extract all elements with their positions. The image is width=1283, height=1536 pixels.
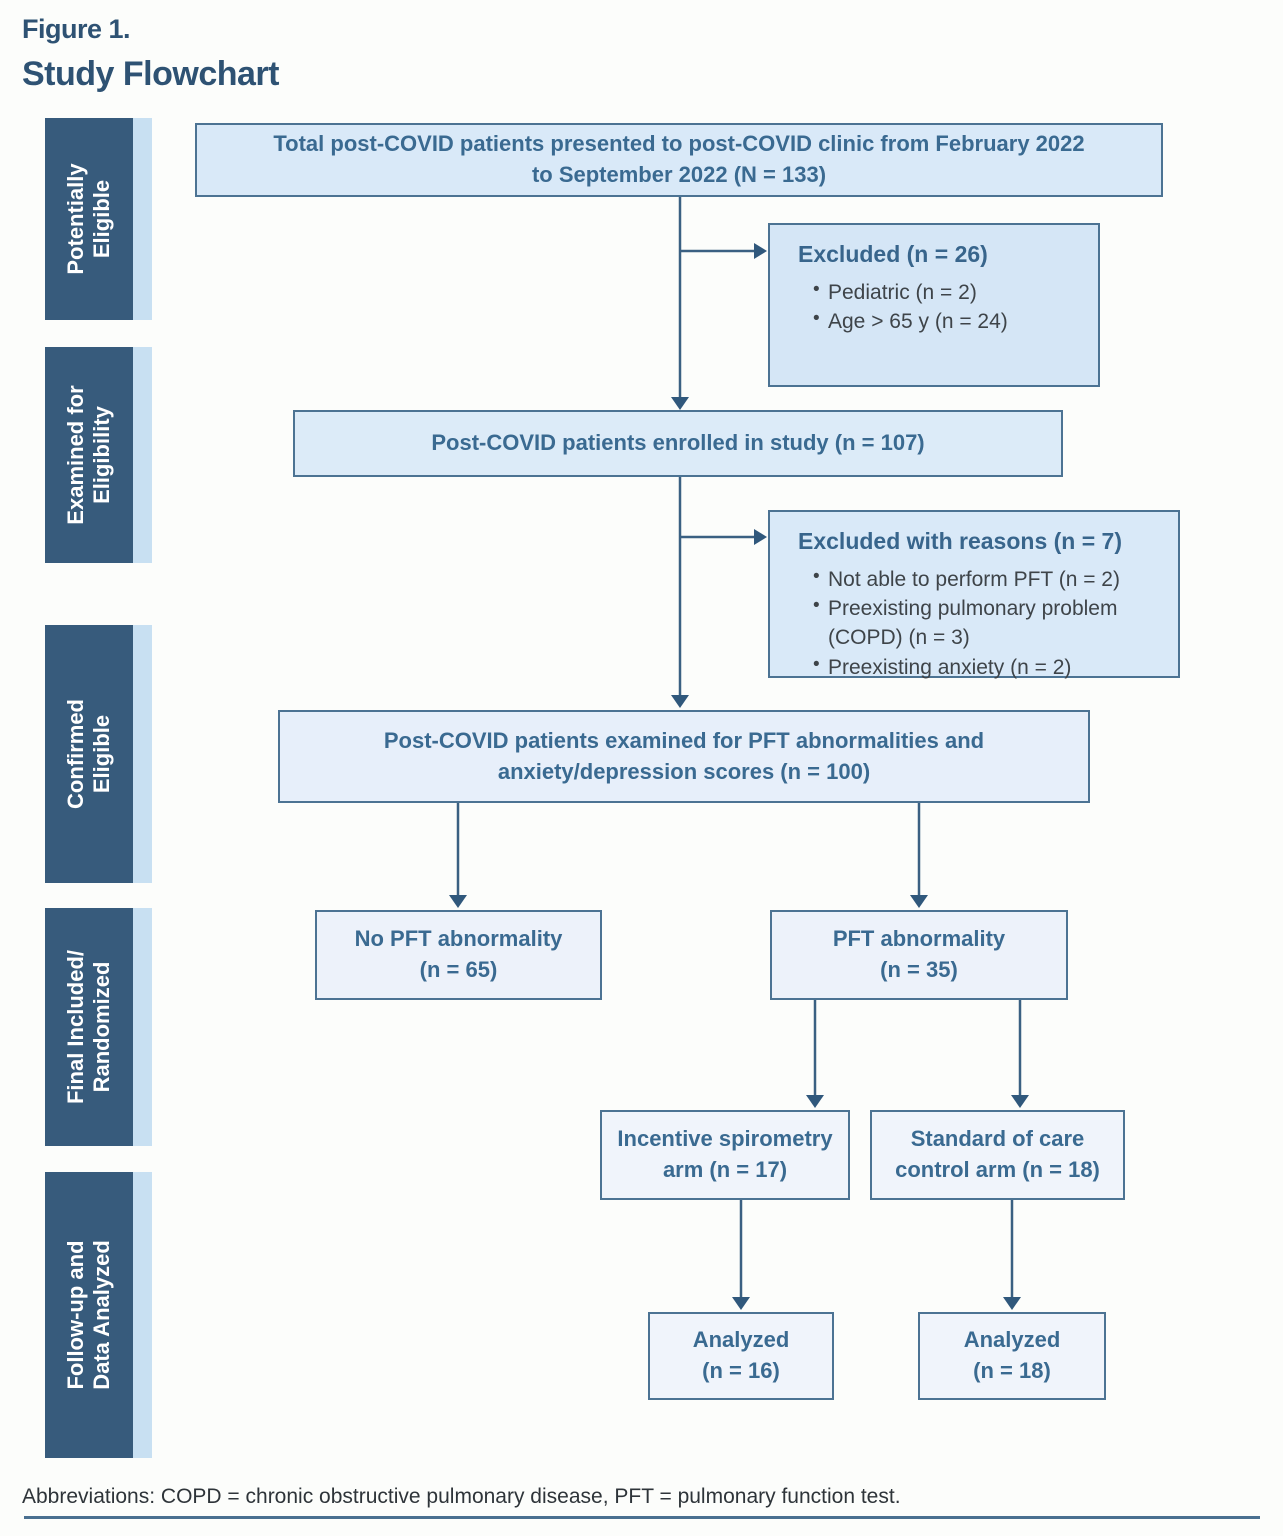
sidebar-stage-potentially-eligible: Potentially Eligible [45, 118, 152, 320]
excluded-heading: Excluded with reasons (n = 7) [798, 528, 1122, 554]
stage-label: Examined for Eligibility [63, 305, 115, 605]
stage-accent-stripe [133, 1172, 152, 1458]
stage-label-line: Confirmed [63, 699, 89, 809]
box-text-line: PFT abnormality [832, 926, 1006, 952]
sidebar-stage-examined-for-eligibility: Examined for Eligibility [45, 347, 152, 563]
sidebar-stage-final-included-randomized: Final Included/ Randomized [45, 908, 152, 1146]
box-text-line: (n = 18) [973, 1358, 1051, 1383]
stage-label: Confirmed Eligible [63, 604, 115, 904]
stage-label-line: Randomized [89, 961, 114, 1093]
stage-accent-stripe [133, 908, 152, 1146]
excluded-reason: Preexisting pulmonary problem (COPD) (n … [812, 593, 1168, 653]
excluded-reason: Pediatric (n = 2) [812, 277, 1088, 307]
flow-box-incentive-spirometry-arm: Incentive spirometry arm (n = 17) [600, 1110, 850, 1200]
flow-box-excluded: Excluded (n = 26) Pediatric (n = 2) Age … [768, 223, 1100, 387]
abbreviations-note: Abbreviations: COPD = chronic obstructiv… [22, 1485, 901, 1508]
stage-label: Final Included/ Randomized [63, 877, 115, 1177]
excluded-reason: Not able to perform PFT (n = 2) [812, 564, 1168, 594]
flow-box-excluded-with-reasons: Excluded with reasons (n = 7) Not able t… [768, 510, 1180, 679]
flow-box-analyzed-control: Analyzed (n = 18) [918, 1312, 1106, 1400]
flow-box-total-patients: Total post-COVID patients presented to p… [195, 123, 1163, 197]
stage-label-line: Final Included/ [63, 950, 89, 1105]
box-text-line: Incentive spirometry [617, 1126, 833, 1152]
stage-label: Follow-up and Data Analyzed [63, 1165, 115, 1465]
stage-label-line: Data Analyzed [89, 1240, 114, 1390]
footer-rule [24, 1516, 1260, 1519]
box-text-line: to September 2022 (N = 133) [531, 162, 827, 187]
box-text-line: (n = 35) [880, 957, 958, 982]
box-text-line: Standard of care [910, 1126, 1085, 1152]
box-text-line: Post-COVID patients enrolled in study (n… [431, 430, 925, 456]
excluded-heading: Excluded (n = 26) [798, 241, 988, 267]
box-text-line: Analyzed [692, 1327, 790, 1353]
figure-title: Study Flowchart [22, 55, 279, 93]
excluded-reasons-list: Not able to perform PFT (n = 2) Preexist… [798, 564, 1168, 683]
flow-box-enrolled: Post-COVID patients enrolled in study (n… [293, 410, 1063, 477]
box-text-line: Post-COVID patients examined for PFT abn… [383, 727, 985, 753]
box-text-line: control arm (n = 18) [895, 1157, 1100, 1182]
excluded-reason: Preexisting anxiety (n = 2) [812, 652, 1168, 682]
excluded-reason: Age > 65 y (n = 24) [812, 306, 1088, 336]
flow-box-analyzed-spirometry: Analyzed (n = 16) [648, 1312, 834, 1400]
stage-accent-stripe [133, 118, 152, 320]
box-text-line: Analyzed [963, 1327, 1061, 1353]
box-text-line: Total post-COVID patients presented to p… [273, 131, 1085, 157]
box-text-line: arm (n = 17) [662, 1157, 788, 1182]
flow-box-standard-of-care-arm: Standard of care control arm (n = 18) [870, 1110, 1125, 1200]
box-text-line: anxiety/depression scores (n = 100) [497, 758, 871, 784]
stage-label-line: Eligibility [89, 406, 114, 504]
sidebar-stage-followup-data-analyzed: Follow-up and Data Analyzed [45, 1172, 152, 1458]
stage-label-line: Eligible [89, 714, 114, 794]
stage-accent-stripe [133, 347, 152, 563]
excluded-reasons-list: Pediatric (n = 2) Age > 65 y (n = 24) [798, 277, 1088, 337]
stage-accent-stripe [133, 625, 152, 883]
box-text-line: No PFT abnormality [354, 926, 563, 952]
stage-label-line: Examined for [63, 385, 89, 525]
stage-label-line: Follow-up and [63, 1240, 89, 1390]
figure-label: Figure 1. [22, 14, 131, 44]
sidebar-stage-confirmed-eligible: Confirmed Eligible [45, 625, 152, 883]
flow-box-pft-abnormality: PFT abnormality (n = 35) [770, 910, 1068, 1000]
box-text-line: (n = 16) [702, 1358, 780, 1383]
flow-box-no-pft-abnormality: No PFT abnormality (n = 65) [315, 910, 602, 1000]
flow-box-examined-pft: Post-COVID patients examined for PFT abn… [278, 710, 1090, 803]
box-text-line: (n = 65) [419, 957, 498, 982]
